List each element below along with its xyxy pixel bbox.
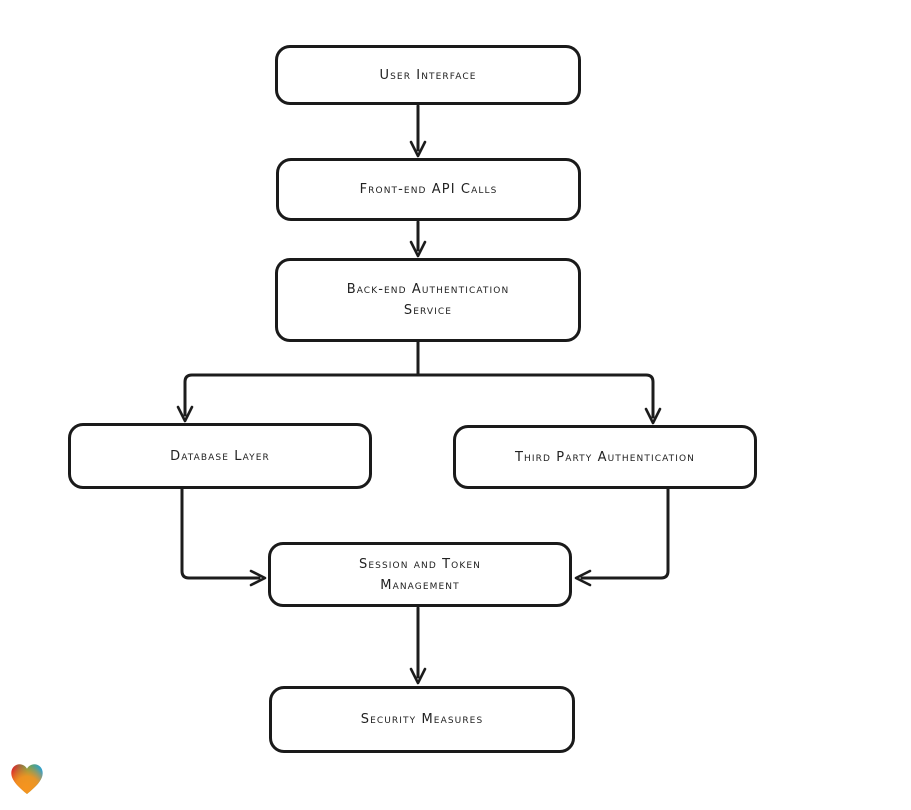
arrowhead-left-icon <box>574 569 592 587</box>
node-session-and-token-management[interactable]: Session and Token Management <box>268 542 572 607</box>
arrowhead-down-icon <box>409 240 427 258</box>
node-label: Security Measures <box>360 712 484 727</box>
arrowhead-down-icon <box>409 140 427 158</box>
arrowhead-right-icon <box>249 569 267 587</box>
node-label: Back-end Authentication Service <box>346 282 510 318</box>
edge-session-and-token-management-to-security-measures <box>409 606 427 685</box>
node-security-measures[interactable]: Security Measures <box>269 686 575 753</box>
node-user-interface[interactable]: User Interface <box>275 45 581 105</box>
node-label: Database Layer <box>170 448 270 464</box>
edge-back-end-authentication-service-to-database-layer <box>176 340 420 423</box>
node-back-end-authentication-service[interactable]: Back-end Authentication Service <box>275 258 581 342</box>
heart-gradient-icon <box>11 764 43 794</box>
edge-back-end-authentication-service-to-third-party-authentication <box>416 373 662 425</box>
node-third-party-authentication[interactable]: Third Party Authentication <box>453 425 757 489</box>
node-label: Third Party Authentication <box>514 449 696 465</box>
node-label: User Interface <box>379 67 477 83</box>
node-label: Session and Token Management <box>359 556 481 593</box>
node-label: Front-end API Calls <box>359 182 498 197</box>
edge-user-interface-to-front-end-api-calls <box>409 104 427 158</box>
edge-third-party-authentication-to-session-and-token-management <box>574 487 670 587</box>
arrowhead-down-icon <box>409 667 427 685</box>
node-database-layer[interactable]: Database Layer <box>68 423 372 489</box>
arrowhead-down-icon <box>644 407 662 425</box>
arrowhead-down-icon <box>176 405 194 423</box>
edge-front-end-api-calls-to-back-end-authentication-service <box>409 220 427 258</box>
edge-database-layer-to-session-and-token-management <box>180 487 267 587</box>
node-front-end-api-calls[interactable]: Front-end API Calls <box>276 158 581 221</box>
eraser-heart-logo[interactable] <box>8 760 46 798</box>
